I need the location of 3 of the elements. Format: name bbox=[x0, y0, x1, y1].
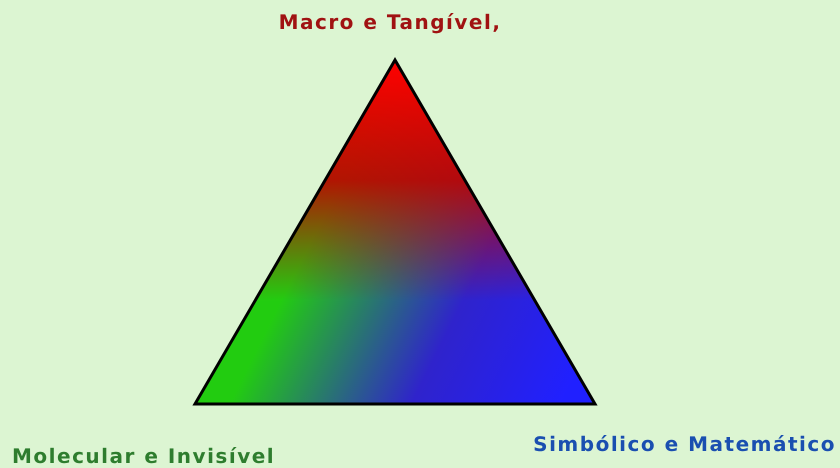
vertex-label: Macro e Tangível, bbox=[278, 10, 502, 34]
vertex-label: Simbólico e Matemático bbox=[533, 432, 836, 456]
vertex-label: Molecular e Invisível bbox=[12, 444, 276, 468]
